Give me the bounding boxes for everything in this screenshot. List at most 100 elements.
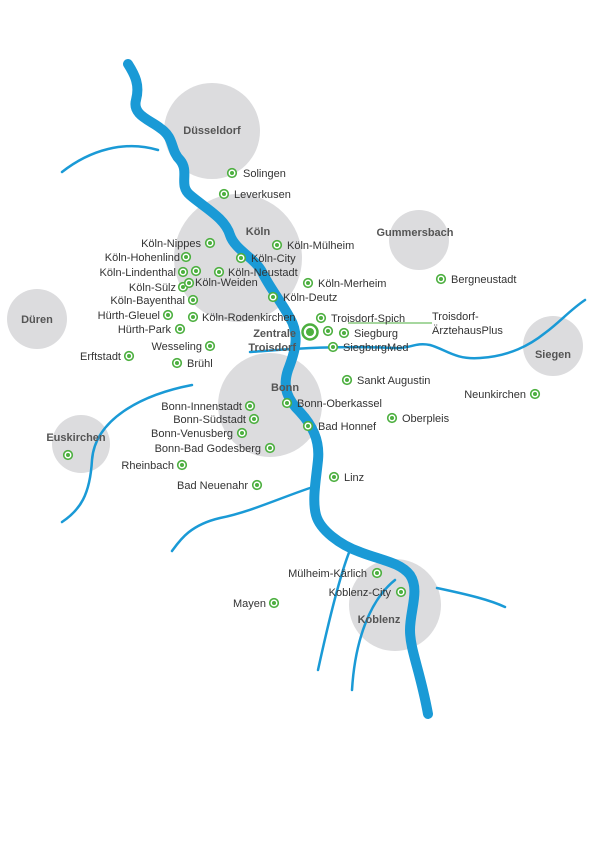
location-label-koeln-nippes[interactable]: Köln-Nippes: [141, 238, 201, 250]
location-marker-koeln-nippes[interactable]: [204, 237, 216, 249]
location-label-bad-honnef[interactable]: Bad Honnef: [318, 421, 377, 433]
location-label-oberpleis[interactable]: Oberpleis: [402, 413, 450, 425]
location-marker-bonn-bad-godesberg[interactable]: [264, 442, 276, 454]
headquarters-marker[interactable]: [301, 323, 319, 341]
location-label-bonn-suedstadt[interactable]: Bonn-Südstadt: [173, 414, 246, 426]
location-marker-koeln-deutz[interactable]: [267, 291, 279, 303]
location-marker-troisdorf-spich[interactable]: [315, 312, 327, 324]
location-marker-oberpleis[interactable]: [386, 412, 398, 424]
location-marker-koeln-muelheim[interactable]: [271, 239, 283, 251]
location-marker-wesseling[interactable]: [204, 340, 216, 352]
location-marker-bad-honnef[interactable]: [302, 420, 314, 432]
location-label-koeln-hohenlind[interactable]: Köln-Hohenlind: [105, 252, 180, 264]
location-label-troisdorf-spich[interactable]: Troisdorf-Spich: [331, 313, 405, 325]
location-markers: [62, 167, 541, 609]
location-marker-koeln-merheim[interactable]: [302, 277, 314, 289]
location-label-koeln-merheim[interactable]: Köln-Merheim: [318, 278, 386, 290]
location-marker-neunkirchen[interactable]: [529, 388, 541, 400]
region-circle-duesseldorf: [164, 83, 260, 179]
location-marker-koeln-neustadt[interactable]: [190, 265, 202, 277]
location-label-mayen[interactable]: Mayen: [233, 598, 266, 610]
location-marker-euskirchen-site[interactable]: [62, 449, 74, 461]
region-circles: [7, 83, 583, 651]
location-label-bruehl[interactable]: Brühl: [187, 358, 213, 370]
location-marker-siegburg-extra[interactable]: [322, 325, 334, 337]
location-marker-bonn-oberkassel[interactable]: [281, 397, 293, 409]
location-marker-koeln-hohenlind[interactable]: [180, 251, 192, 263]
location-marker-koeln-lindenthal[interactable]: [177, 266, 189, 278]
location-label-koeln-muelheim[interactable]: Köln-Mülheim: [287, 240, 354, 252]
location-label-koblenz-city[interactable]: Koblenz-City: [329, 587, 392, 599]
location-marker-siegburgmed[interactable]: [327, 341, 339, 353]
location-label-koeln-neustadt[interactable]: Köln-Neustadt: [228, 267, 298, 279]
region-circle-euskirchen: [52, 415, 110, 473]
callout-label-line1: Troisdorf-: [432, 311, 479, 323]
river-erft: [60, 383, 194, 524]
location-marker-koblenz-city[interactable]: [395, 586, 407, 598]
location-marker-muelheim-kaerlich[interactable]: [371, 567, 383, 579]
location-label-siegburg[interactable]: Siegburg: [354, 328, 398, 340]
location-label-koeln-lindenthal[interactable]: Köln-Lindenthal: [100, 267, 176, 279]
region-label-koeln[interactable]: Köln: [246, 226, 271, 238]
tributaries: [60, 144, 587, 692]
location-label-huerth-park[interactable]: Hürth-Park: [118, 324, 172, 336]
location-marker-koeln-rodenkirchen[interactable]: [187, 311, 199, 323]
headquarters-label-line2: Troisdorf: [248, 342, 296, 354]
location-marker-koeln-bayenthal[interactable]: [187, 294, 199, 306]
location-marker-erftstadt[interactable]: [123, 350, 135, 362]
location-label-koeln-suelz[interactable]: Köln-Sülz: [129, 282, 176, 294]
location-marker-mayen[interactable]: [268, 597, 280, 609]
location-label-rheinbach[interactable]: Rheinbach: [121, 460, 174, 472]
location-label-bergneustadt[interactable]: Bergneustadt: [451, 274, 516, 286]
location-marker-bruehl[interactable]: [171, 357, 183, 369]
location-label-koeln-weiden[interactable]: Köln-Weiden: [195, 277, 258, 289]
location-label-sankt-augustin[interactable]: Sankt Augustin: [357, 375, 430, 387]
location-marker-bonn-venusberg[interactable]: [236, 427, 248, 439]
location-marker-huerth-park[interactable]: [174, 323, 186, 335]
location-label-koeln-rodenkirchen[interactable]: Köln-Rodenkirchen: [202, 312, 296, 324]
location-marker-solingen[interactable]: [226, 167, 238, 179]
location-label-leverkusen[interactable]: Leverkusen: [234, 189, 291, 201]
river-mosel: [435, 586, 507, 609]
location-label-koeln-deutz[interactable]: Köln-Deutz: [283, 292, 337, 304]
location-label-huerth-gleuel[interactable]: Hürth-Gleuel: [98, 310, 160, 322]
location-label-koeln-bayenthal[interactable]: Köln-Bayenthal: [110, 295, 185, 307]
location-label-koeln-city[interactable]: Köln-City: [251, 253, 296, 265]
region-label-gummersbach[interactable]: Gummersbach: [376, 227, 453, 239]
region-circle-siegen: [523, 316, 583, 376]
location-marker-rheinbach[interactable]: [176, 459, 188, 471]
location-label-siegburgmed[interactable]: SiegburgMed: [343, 342, 408, 354]
location-marker-koeln-neustadt-extra[interactable]: [213, 266, 225, 278]
location-label-bonn-oberkassel[interactable]: Bonn-Oberkassel: [297, 398, 382, 410]
location-marker-bergneustadt[interactable]: [435, 273, 447, 285]
region-label-duesseldorf[interactable]: Düsseldorf: [183, 125, 241, 137]
river-rhine: [123, 59, 433, 719]
region-label-euskirchen[interactable]: Euskirchen: [46, 432, 106, 444]
location-marker-leverkusen[interactable]: [218, 188, 230, 200]
location-label-muelheim-kaerlich[interactable]: Mülheim-Kärlich: [288, 568, 367, 580]
region-label-dueren[interactable]: Düren: [21, 314, 53, 326]
location-marker-sankt-augustin[interactable]: [341, 374, 353, 386]
location-marker-koeln-city[interactable]: [235, 252, 247, 264]
location-marker-bonn-innenstadt[interactable]: [244, 400, 256, 412]
location-label-bonn-venusberg[interactable]: Bonn-Venusberg: [151, 428, 233, 440]
region-label-bonn[interactable]: Bonn: [271, 382, 299, 394]
location-label-wesseling[interactable]: Wesseling: [151, 341, 202, 353]
location-label-linz[interactable]: Linz: [344, 472, 364, 484]
location-label-neunkirchen[interactable]: Neunkirchen: [464, 389, 526, 401]
location-label-bonn-innenstadt[interactable]: Bonn-Innenstadt: [161, 401, 242, 413]
location-marker-bonn-suedstadt[interactable]: [248, 413, 260, 425]
location-label-bad-neuenahr[interactable]: Bad Neuenahr: [177, 480, 248, 492]
region-label-siegen[interactable]: Siegen: [535, 349, 571, 361]
location-marker-siegburg[interactable]: [338, 327, 350, 339]
location-marker-koeln-weiden[interactable]: [183, 277, 195, 289]
location-marker-linz[interactable]: [328, 471, 340, 483]
location-label-bonn-bad-godesberg[interactable]: Bonn-Bad Godesberg: [155, 443, 261, 455]
location-marker-huerth-gleuel[interactable]: [162, 309, 174, 321]
location-label-erftstadt[interactable]: Erftstadt: [80, 351, 121, 363]
river-erft-northwest: [60, 144, 160, 174]
region-label-koblenz[interactable]: Koblenz: [358, 614, 401, 626]
location-label-solingen[interactable]: Solingen: [243, 168, 286, 180]
location-marker-bad-neuenahr[interactable]: [251, 479, 263, 491]
